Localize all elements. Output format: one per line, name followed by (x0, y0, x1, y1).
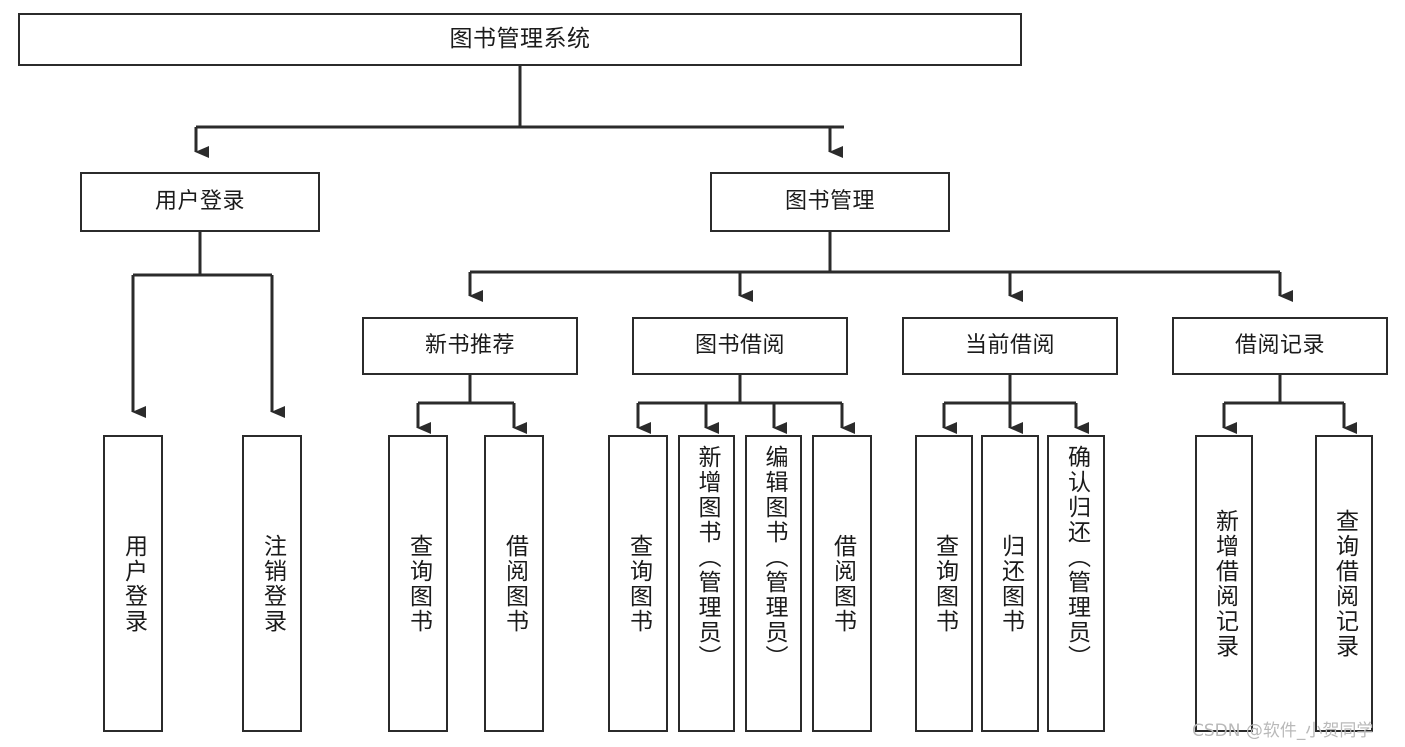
leaf-borrow-book-2[interactable]: 借阅图书 (812, 435, 872, 732)
node-book-manage[interactable]: 图书管理 (710, 172, 950, 232)
leaf-query-book-3-label: 查询图书 (931, 533, 958, 634)
leaf-query-book-1[interactable]: 查询图书 (388, 435, 448, 732)
leaf-borrow-book-2-label: 借阅图书 (829, 533, 856, 634)
watermark: CSDN @软件_小贺同学 (1192, 721, 1374, 741)
leaf-confirm-return[interactable]: 确认归还（管理员） (1047, 435, 1105, 732)
node-current-borrow[interactable]: 当前借阅 (902, 317, 1118, 375)
node-current-borrow-label: 当前借阅 (964, 333, 1055, 359)
node-user-login-label: 用户登录 (154, 189, 245, 215)
leaf-edit-book[interactable]: 编辑图书（管理员） (745, 435, 802, 732)
leaf-query-book-3[interactable]: 查询图书 (915, 435, 973, 732)
node-root-label: 图书管理系统 (449, 26, 591, 53)
leaf-logout-login[interactable]: 注销登录 (242, 435, 302, 732)
leaf-edit-book-label: 编辑图书（管理员） (761, 445, 787, 670)
leaf-borrow-book-1-label: 借阅图书 (501, 533, 528, 634)
leaf-add-record[interactable]: 新增借阅记录 (1195, 435, 1253, 732)
leaf-add-record-label: 新增借阅记录 (1211, 508, 1238, 659)
leaf-query-record[interactable]: 查询借阅记录 (1315, 435, 1373, 732)
leaf-return-book-label: 归还图书 (997, 533, 1024, 634)
node-borrow-record-label: 借阅记录 (1234, 333, 1325, 359)
leaf-confirm-return-label: 确认归还（管理员） (1063, 445, 1090, 670)
leaf-query-record-label: 查询借阅记录 (1331, 508, 1358, 659)
node-root[interactable]: 图书管理系统 (18, 13, 1022, 66)
node-user-login[interactable]: 用户登录 (80, 172, 320, 232)
node-book-borrow[interactable]: 图书借阅 (632, 317, 848, 375)
leaf-user-login[interactable]: 用户登录 (103, 435, 163, 732)
leaf-query-book-1-label: 查询图书 (405, 533, 432, 634)
leaf-return-book[interactable]: 归还图书 (981, 435, 1039, 732)
leaf-logout-login-label: 注销登录 (259, 533, 286, 634)
leaf-borrow-book-1[interactable]: 借阅图书 (484, 435, 544, 732)
node-book-borrow-label: 图书借阅 (694, 333, 785, 359)
leaf-add-book-label: 新增图书（管理员） (694, 445, 720, 670)
node-new-book-recommend-label: 新书推荐 (424, 333, 515, 359)
node-borrow-record[interactable]: 借阅记录 (1172, 317, 1388, 375)
leaf-user-login-label: 用户登录 (120, 533, 147, 634)
node-book-manage-label: 图书管理 (784, 189, 875, 215)
leaf-query-book-2[interactable]: 查询图书 (608, 435, 668, 732)
node-new-book-recommend[interactable]: 新书推荐 (362, 317, 578, 375)
leaf-add-book[interactable]: 新增图书（管理员） (678, 435, 735, 732)
leaf-query-book-2-label: 查询图书 (625, 533, 652, 634)
